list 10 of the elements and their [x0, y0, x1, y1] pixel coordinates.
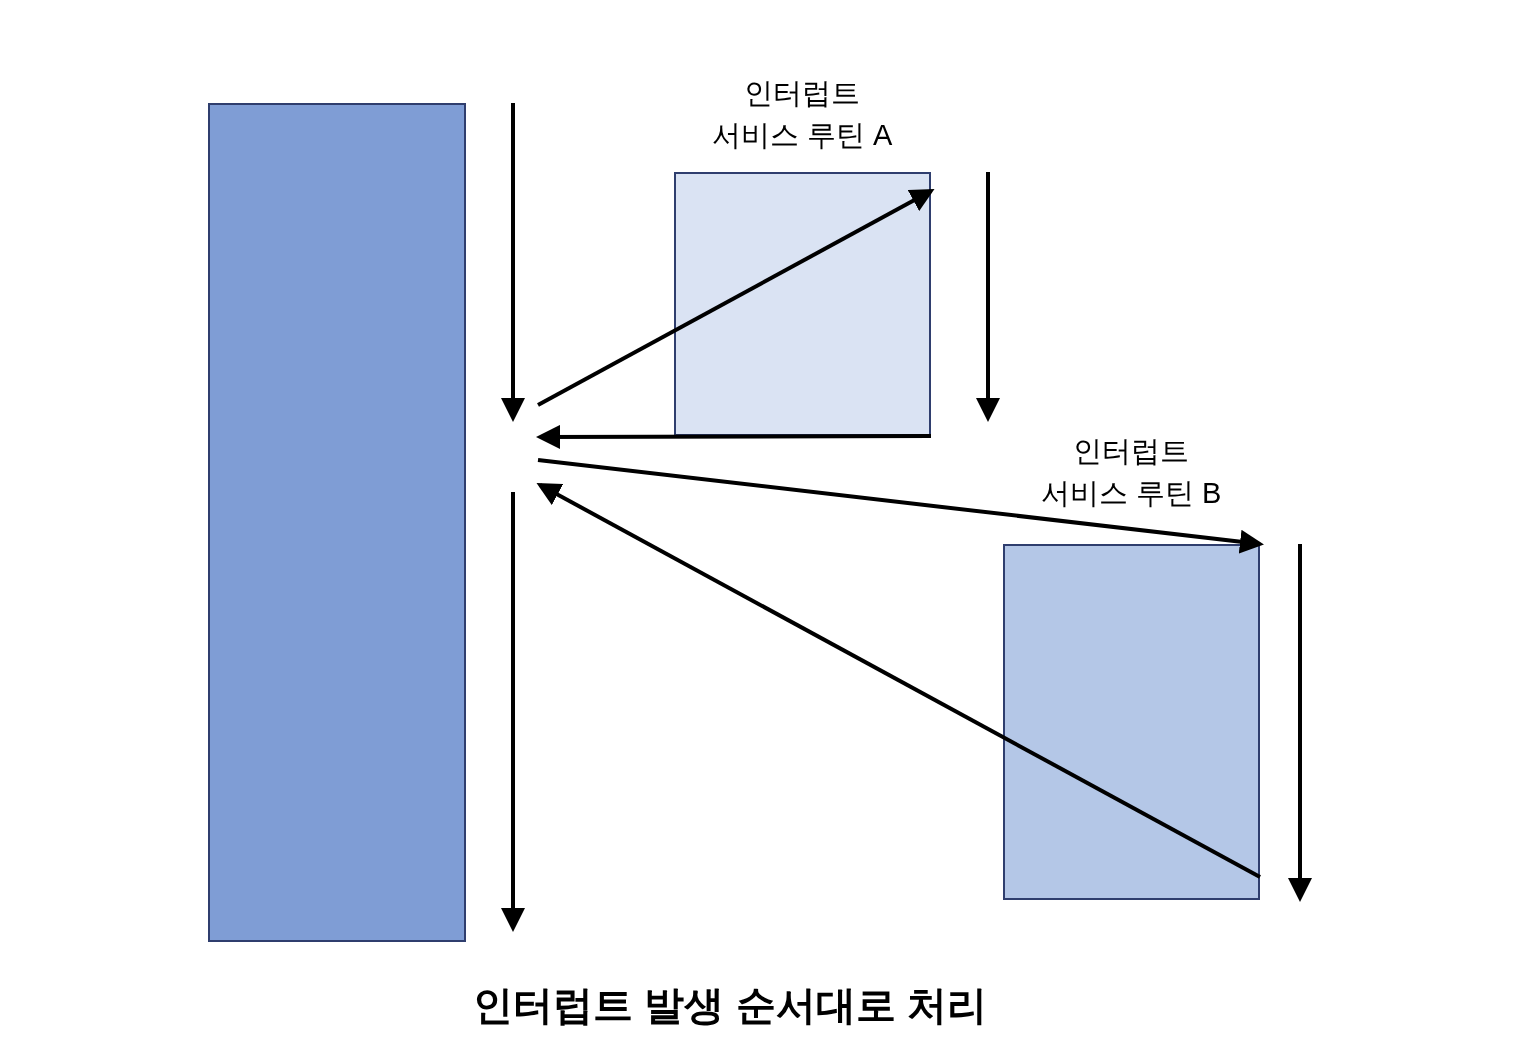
- arrow: [537, 458, 1264, 554]
- arrow: [536, 424, 931, 449]
- routine-heading: 인터럽트 서비스 루틴 A: [710, 76, 894, 153]
- caption: 인터럽트 발생 순서대로 처리: [472, 982, 988, 1029]
- arrow: [537, 189, 935, 407]
- routine-box: [674, 172, 931, 436]
- routine-heading: 인터럽트 서비스 루틴 B: [1039, 434, 1223, 511]
- main-program-block: [208, 103, 466, 942]
- arrow: [536, 483, 1261, 879]
- routine-box: [1003, 544, 1260, 900]
